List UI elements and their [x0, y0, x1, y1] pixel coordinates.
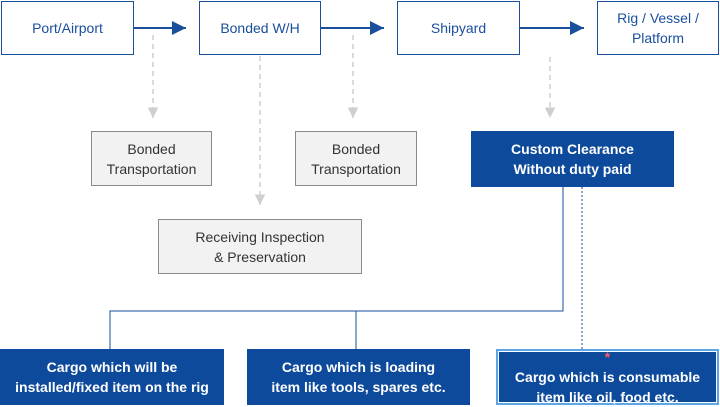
cargo-installed-box: Cargo which will be installed/fixed item…: [0, 349, 224, 405]
bonded-transportation-box-2: Bonded Transportation: [295, 131, 417, 186]
bonded-transportation-box-1: Bonded Transportation: [91, 131, 212, 186]
receiving-inspection-line-2: & Preservation: [214, 248, 306, 265]
bonded-transport-2-line-2: Transportation: [311, 160, 401, 177]
custom-clearance-box: Custom Clearance Without duty paid: [471, 131, 674, 187]
bonded-wh-box: Bonded W/H: [199, 1, 321, 55]
cargo-loading-box: Cargo which is loading item like tools, …: [247, 349, 470, 405]
rig-vessel-label-line-1: Rig / Vessel /: [617, 10, 699, 26]
cargo-loading-line-2: item like tools, spares etc.: [271, 379, 446, 395]
cargo-installed-line-1: Cargo which will be: [46, 359, 178, 375]
shipyard-box: Shipyard: [397, 1, 520, 55]
bonded-transport-2-line-1: Bonded: [331, 140, 381, 157]
asterisk-mark: *: [604, 349, 611, 365]
port-airport-box: Port/Airport: [1, 1, 134, 55]
shipyard-label: Shipyard: [430, 20, 487, 36]
bonded-transport-1-line-2: Transportation: [106, 160, 197, 177]
port-airport-label: Port/Airport: [32, 20, 103, 36]
receiving-inspection-box: Receiving Inspection & Preservation: [158, 219, 362, 274]
cargo-consumable-line-2: item like oil, food etc.: [536, 389, 679, 405]
cargo-installed-line-2: installed/fixed item on the rig: [15, 379, 209, 395]
cargo-loading-line-1: Cargo which is loading: [281, 359, 436, 375]
connector-clearance-to-cargo: [109, 187, 564, 349]
custom-clearance-line-1: Custom Clearance: [511, 141, 634, 157]
cargo-consumable-line-1: * Cargo which is consumable: [515, 347, 700, 387]
bonded-wh-label: Bonded W/H: [220, 20, 300, 36]
rig-vessel-label-line-2: Platform: [631, 30, 685, 46]
bonded-transport-1-line-1: Bonded: [127, 140, 176, 157]
receiving-inspection-line-1: Receiving Inspection: [195, 228, 325, 245]
cargo-consumable-text-1: Cargo which is consumable: [514, 369, 701, 385]
cargo-consumable-box: * Cargo which is consumable item like oil…: [496, 349, 719, 405]
rig-vessel-platform-box: Rig / Vessel / Platform: [597, 1, 719, 55]
custom-clearance-line-2: Without duty paid: [513, 161, 632, 177]
